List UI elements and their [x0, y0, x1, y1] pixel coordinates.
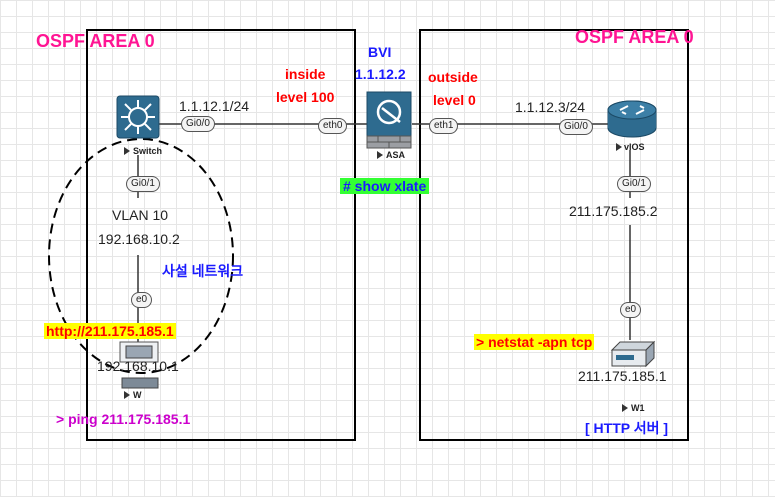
- bvi-label: BVI: [368, 44, 392, 60]
- private-network-label: 사설 네트워크: [162, 263, 244, 279]
- right-area-title: OSPF AREA 0: [575, 27, 694, 47]
- router-arrow-icon: [616, 143, 622, 151]
- left-area-title: OSPF AREA 0: [36, 31, 155, 51]
- server-port-e0[interactable]: e0: [620, 302, 642, 318]
- bvi-ip: 1.1.12.2: [355, 66, 406, 82]
- inside-label: inside: [285, 66, 326, 82]
- right-area-box: [419, 29, 689, 441]
- server-icon[interactable]: [610, 340, 656, 368]
- asa-name: ASA: [386, 150, 406, 160]
- client-workstation-icon[interactable]: [119, 341, 159, 389]
- router-port-gi01[interactable]: Gi0/1: [617, 176, 651, 192]
- inside-level: level 100: [276, 89, 335, 105]
- left-area-box: [86, 29, 356, 441]
- client-ip: 192.168.10.1: [97, 358, 179, 374]
- router-port-gi00[interactable]: Gi0/0: [559, 119, 593, 135]
- server-ip: 211.175.185.1: [578, 368, 667, 384]
- client-name: W: [133, 390, 142, 400]
- switch-arrow-icon: [124, 147, 130, 155]
- asa-command: # show xlate: [340, 178, 430, 194]
- switch-name: Switch: [133, 146, 163, 156]
- router-ip: 1.1.12.3/24: [515, 99, 586, 115]
- asa-port-eth0[interactable]: eth0: [318, 118, 348, 134]
- vlan-label: VLAN 10: [112, 207, 169, 223]
- router-name: vIOS: [624, 142, 645, 152]
- asa-arrow-icon: [377, 151, 383, 159]
- router-gi01-ip: 211.175.185.2: [569, 203, 658, 219]
- switch-ip: 1.1.12.1/24: [179, 98, 250, 114]
- switch-port-gi01[interactable]: Gi0/1: [126, 176, 160, 192]
- switch-port-gi00[interactable]: Gi0/0: [181, 116, 215, 132]
- asa-port-eth1[interactable]: eth1: [429, 118, 459, 134]
- switch-icon[interactable]: [116, 95, 160, 139]
- client-arrow-icon: [124, 391, 130, 399]
- client-ping-command: > ping 211.175.185.1: [56, 411, 191, 427]
- outside-level: level 0: [433, 92, 476, 108]
- vlan-ip: 192.168.10.2: [98, 231, 180, 247]
- server-role: [ HTTP 서버 ]: [585, 420, 669, 436]
- server-name: W1: [631, 403, 645, 413]
- router-icon[interactable]: [607, 100, 657, 138]
- outside-label: outside: [428, 69, 478, 85]
- client-url: http://211.175.185.1: [44, 323, 176, 339]
- private-network-ellipse: [48, 138, 234, 374]
- server-command: > netstat -apn tcp: [474, 334, 595, 350]
- server-arrow-icon: [622, 404, 628, 412]
- client-port-e0[interactable]: e0: [131, 292, 153, 308]
- asa-firewall-icon[interactable]: [366, 91, 412, 149]
